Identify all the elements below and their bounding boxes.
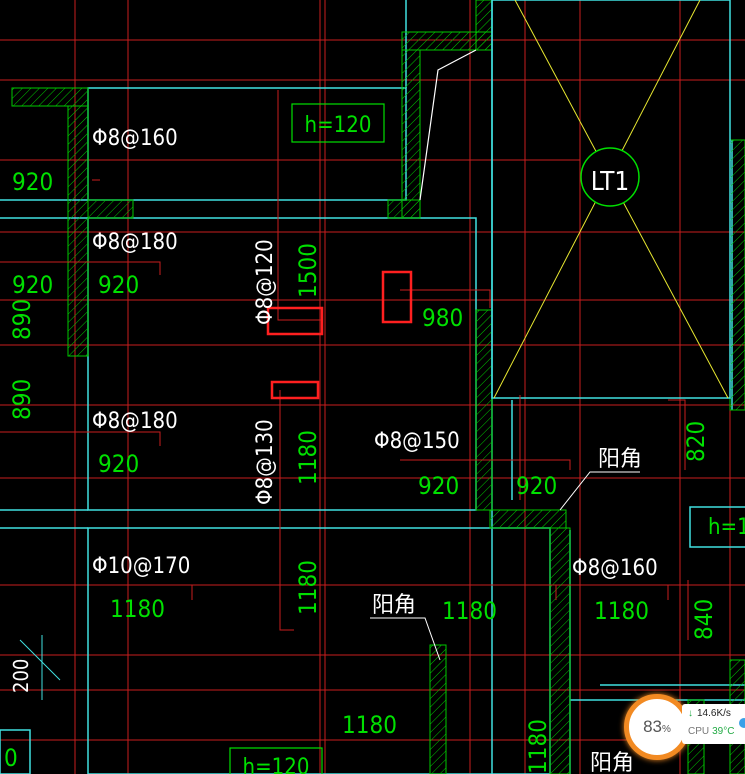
yangjiao-label-1: 阳角 — [598, 447, 642, 472]
dim-1500: 1500 — [294, 243, 322, 298]
stair-shaft: LT1 — [491, 0, 731, 399]
cpu-label: CPU — [688, 726, 710, 737]
rebar-label-phi8-150: Φ8@150 — [374, 429, 460, 454]
yangjiao-leaders — [370, 471, 640, 661]
dim-1180-1: 1180 — [110, 595, 165, 623]
yangjiao-label-3: 阳角 — [590, 751, 634, 774]
cpu-temp: 39°C — [712, 726, 735, 737]
hatched-walls — [11, 0, 745, 774]
cpu-usage-unit: % — [662, 723, 671, 735]
rebar-label-phi8-130: Φ8@130 — [253, 419, 278, 505]
thickness-tags: h=120 h=120 h=1 — [229, 103, 745, 774]
h1-tag-partial: h=1 — [708, 515, 745, 540]
dim-920-3: 920 — [98, 271, 139, 299]
download-arrow-icon: ↓ — [688, 708, 693, 719]
highlight-box-3[interactable] — [381, 270, 413, 324]
rebar-label-phi8-120: Φ8@120 — [253, 239, 278, 325]
rebar-label-phi10-170: Φ10@170 — [92, 554, 190, 579]
dim-1180-4: 1180 — [342, 711, 397, 739]
dim-1180-3: 1180 — [594, 597, 649, 625]
h120-tag-bottom: h=120 — [243, 755, 310, 774]
cpu-usage-gauge[interactable]: 83% — [624, 694, 690, 760]
rebar-label-phi8-180-lower: Φ8@180 — [92, 409, 178, 434]
dim-1180-vertical-1: 1180 — [294, 430, 322, 485]
dim-1180-2: 1180 — [442, 597, 497, 625]
dim-920-5: 920 — [418, 472, 459, 500]
highlight-box-2[interactable] — [270, 380, 320, 400]
dim-980: 980 — [422, 304, 463, 332]
rebar-label-phi8-160-top: Φ8@160 — [92, 126, 178, 151]
rebar-label-phi8-160-right: Φ8@160 — [572, 556, 658, 581]
dim-840: 840 — [690, 599, 718, 640]
dim-920-4: 920 — [98, 450, 139, 478]
dim-890-2: 890 — [8, 379, 36, 420]
yangjiao-label-2: 阳角 — [372, 593, 416, 618]
dim-0: 0 — [4, 744, 18, 772]
h120-tag-top: h=120 — [305, 113, 372, 138]
dim-820: 820 — [682, 421, 710, 462]
slope-line — [419, 49, 477, 201]
lt1-marker-circle — [580, 147, 640, 207]
dim-200: 200 — [9, 659, 33, 693]
highlight-boxes — [266, 270, 413, 400]
lt1-label: LT1 — [591, 167, 630, 197]
dim-920-6: 920 — [516, 472, 557, 500]
dim-920-2: 920 — [12, 271, 53, 299]
dimension-lines — [0, 90, 689, 700]
status-dot-icon — [739, 718, 745, 728]
rebar-label-phi8-180-upper: Φ8@180 — [92, 230, 178, 255]
rebar-labels: Φ8@160 Φ8@180 Φ8@180 Φ8@150 Φ10@170 Φ8@1… — [92, 126, 658, 774]
dim-1180-vertical-3: 1180 — [524, 719, 552, 774]
net-speed: 14.6K/s — [697, 708, 731, 719]
dimension-numbers: 920 920 920 920 920 920 980 1180 1180 11… — [4, 168, 718, 774]
dim-1180-vertical-2: 1180 — [294, 560, 322, 615]
highlight-box-1[interactable] — [266, 306, 324, 336]
dim-920-1: 920 — [12, 168, 53, 196]
cpu-usage-value: 83 — [643, 717, 662, 736]
dim-890-1: 890 — [8, 299, 36, 340]
